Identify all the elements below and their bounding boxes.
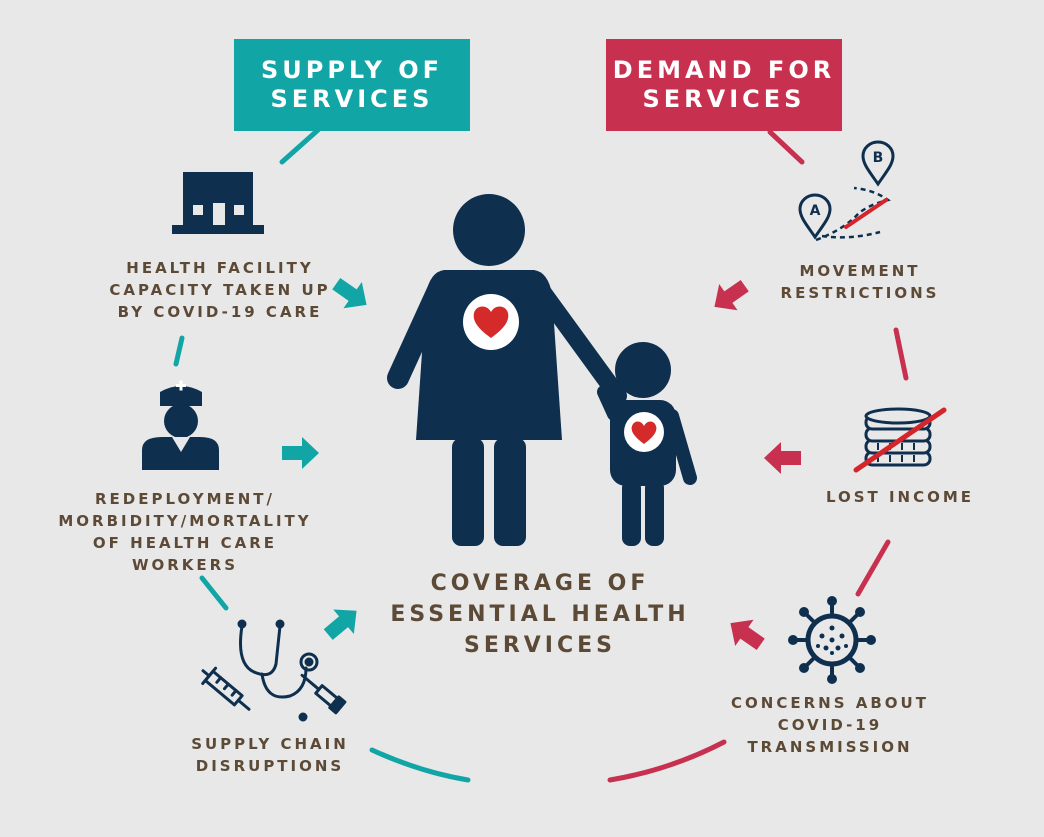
demand-factor-movement-label: MOVEMENT RESTRICTIONS [780, 262, 940, 302]
mother-child-figure [387, 194, 697, 546]
arrow-workers [282, 437, 319, 469]
supply-factor-workers-label: REDEPLOYMENT/ MORBIDITY/MORTALITY OF HEA… [58, 490, 312, 574]
mother-figure [387, 194, 627, 546]
hospital-icon [172, 172, 264, 234]
pin-a-icon: A [798, 193, 832, 240]
virus-icon [788, 596, 876, 684]
demand-header-label: DEMAND FOR SERVICES [612, 56, 836, 113]
health-worker-icon [142, 380, 219, 470]
child-heart-icon [624, 412, 664, 452]
supply-header-box [234, 39, 470, 131]
supply-header-label: SUPPLY OF SERVICES [260, 56, 444, 113]
center-title: COVERAGE OF ESSENTIAL HEALTH SERVICES [390, 571, 690, 658]
supply-cycle-arc [173, 127, 471, 783]
supply-arrows [282, 277, 367, 640]
supply-factor-facility-label: HEALTH FACILITY CAPACITY TAKEN UP BY COV… [109, 259, 331, 321]
arrow-movement [714, 279, 749, 311]
demand-factor-transmission-label: CONCERNS ABOUT COVID-19 TRANSMISSION [731, 694, 929, 756]
pin-b-label: B [873, 150, 884, 166]
arrow-income [764, 442, 801, 474]
route-map-icon: A B [798, 140, 895, 242]
supply-factor-chain-label: SUPPLY CHAIN DISRUPTIONS [191, 735, 349, 775]
demand-arrows [714, 279, 801, 651]
arrow-supply-chain [323, 609, 357, 640]
medical-supplies-icon [201, 619, 347, 722]
demand-cycle-arc [607, 129, 909, 783]
demand-factor-income-label: LOST INCOME [825, 488, 975, 506]
pin-b-icon: B [861, 140, 895, 187]
demand-header-box [606, 39, 842, 131]
pin-a-label: A [810, 203, 821, 219]
crossed-coins-icon [853, 407, 947, 473]
arrow-transmission [730, 619, 765, 651]
mother-heart-icon [463, 294, 519, 350]
arrow-facility [332, 277, 367, 309]
